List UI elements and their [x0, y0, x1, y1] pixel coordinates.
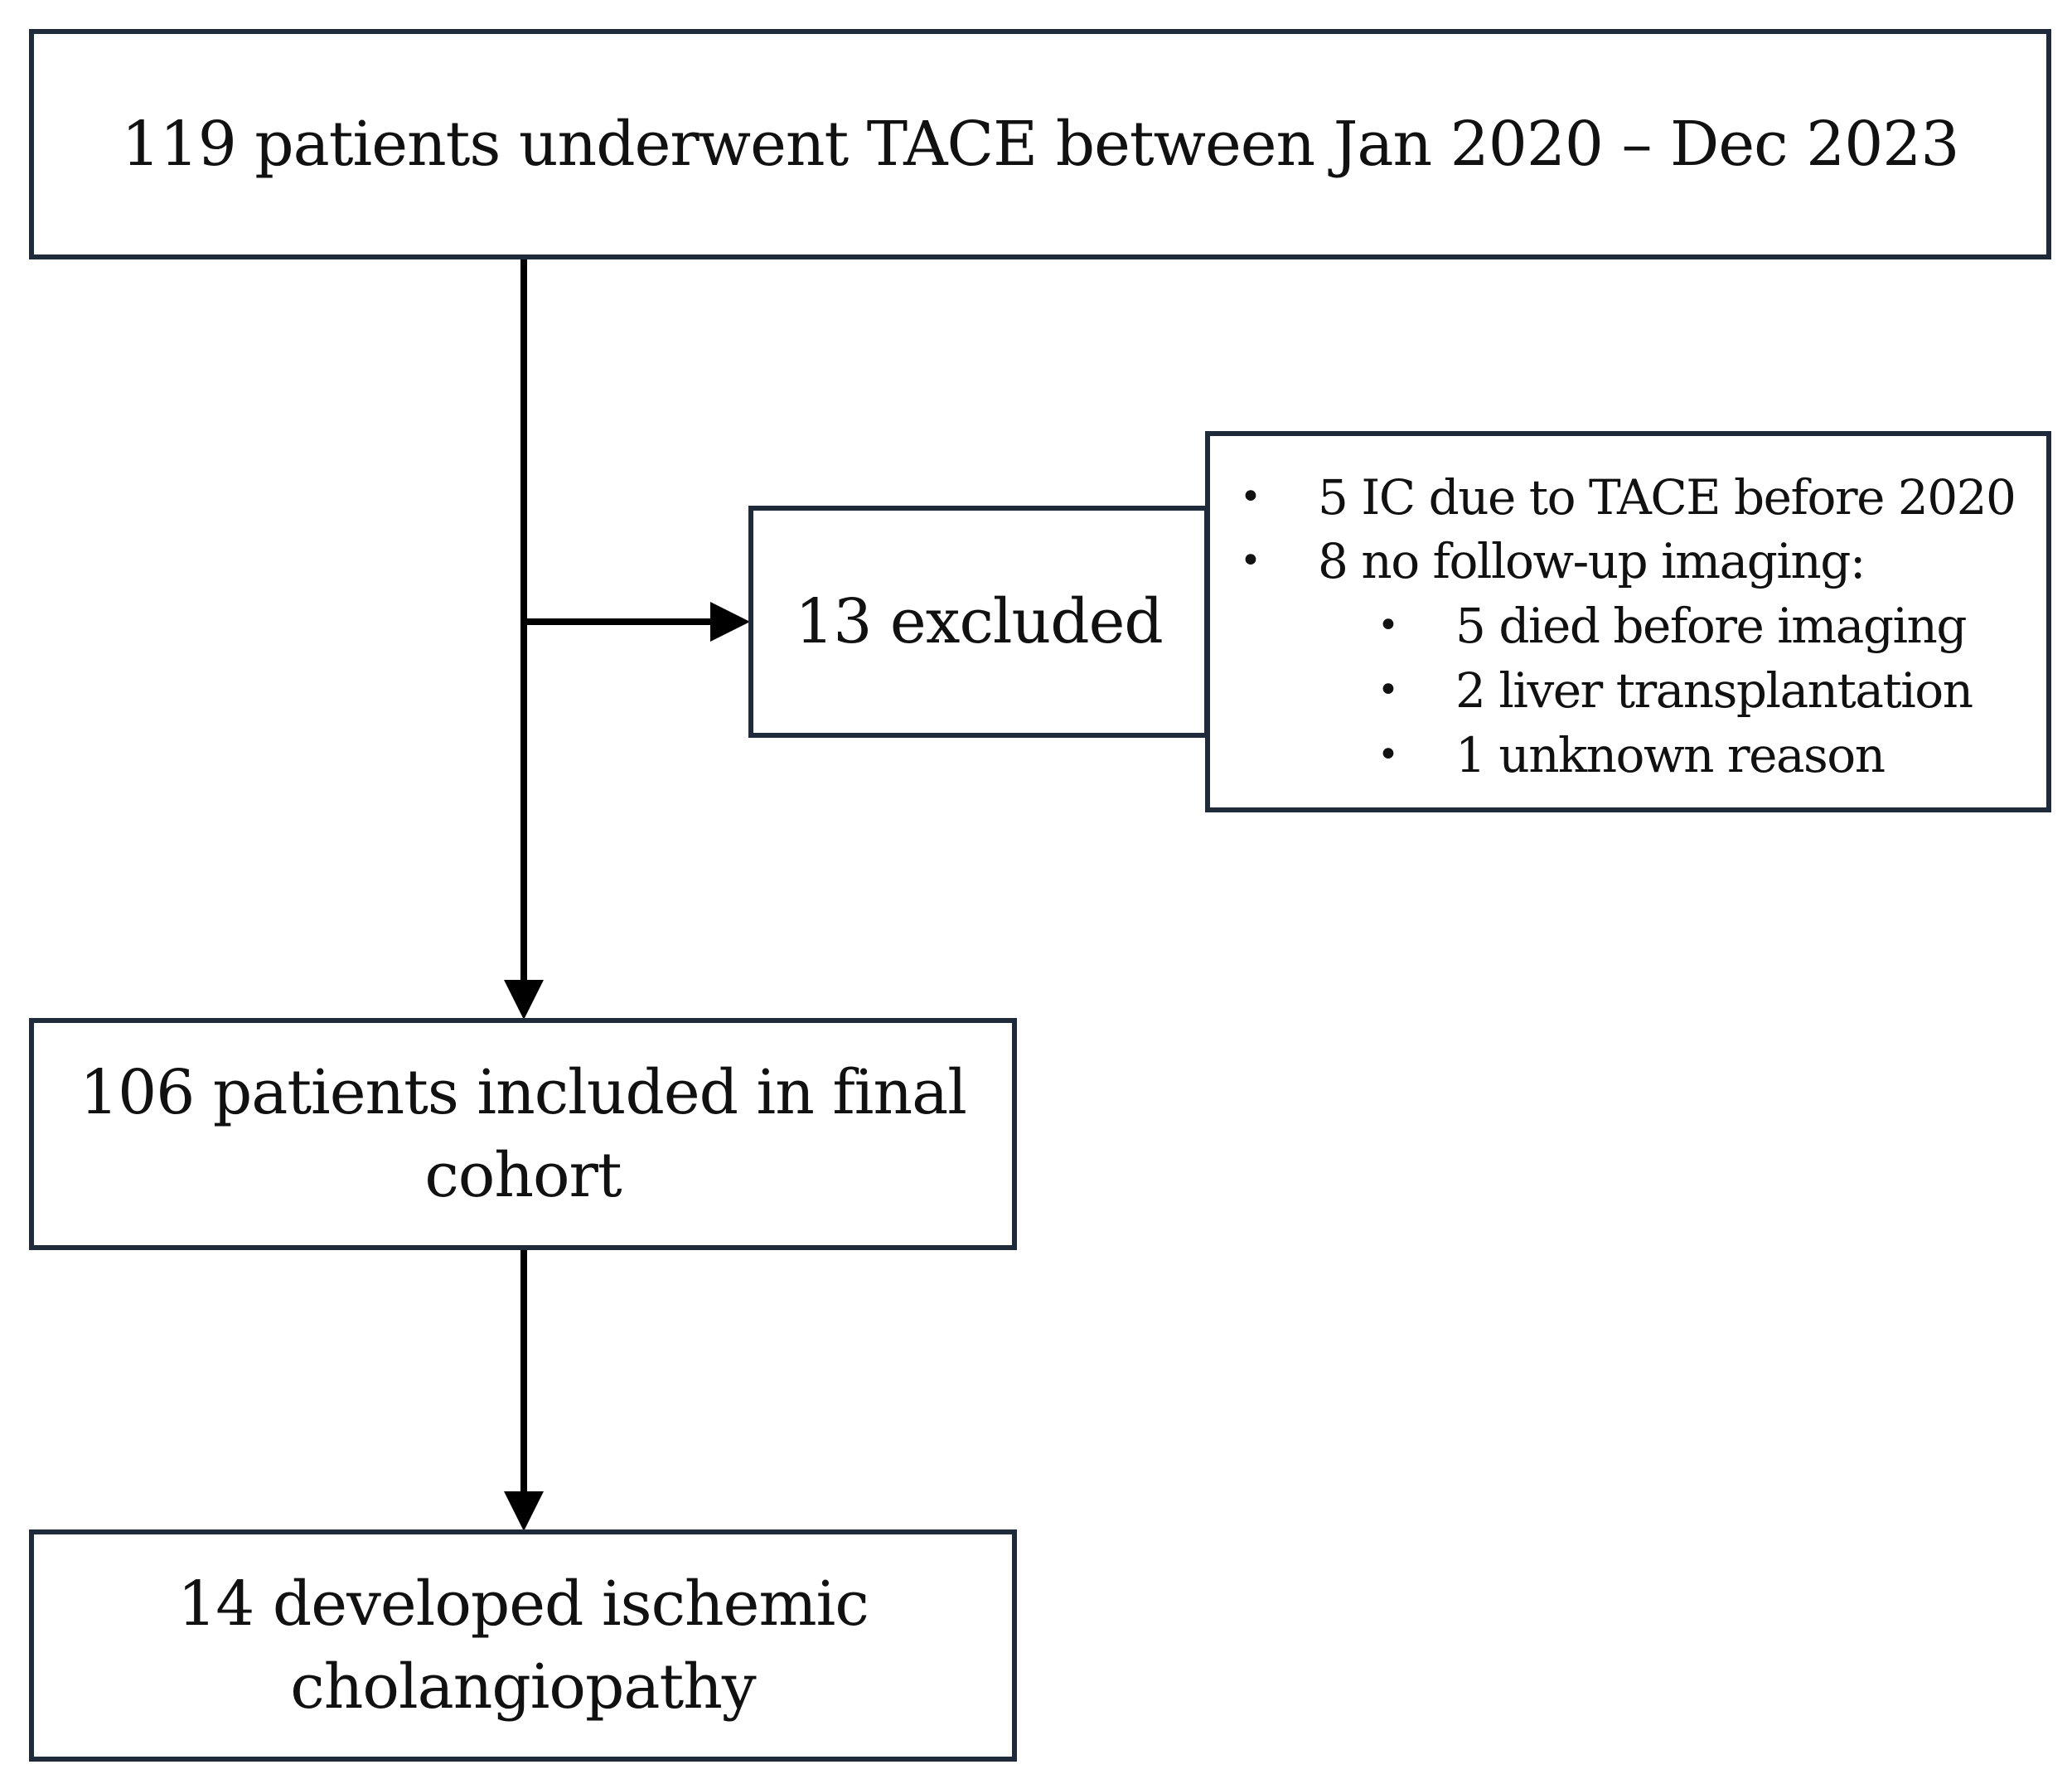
reason-text: 5 IC due to TACE before 2020 [1318, 469, 2016, 526]
reason-text: 1 unknown reason [1455, 727, 1886, 783]
final-cohort-text: 106 patients included in final cohort [80, 1051, 967, 1217]
ischemic-cholangiopathy-box: 14 developed ischemic cholangiopathy [29, 1529, 1017, 1762]
bullet-icon: • [1377, 604, 1399, 647]
list-item: • 5 died before imaging [1210, 594, 2047, 658]
bullet-icon: • [1377, 669, 1399, 711]
list-item: • 2 liver transplantation [1210, 658, 2047, 723]
reason-text: 2 liver transplantation [1455, 662, 1973, 719]
excluded-text: 13 excluded [795, 586, 1164, 657]
list-item: • 8 no follow-up imaging: [1210, 529, 2047, 594]
bullet-icon: • [1377, 734, 1399, 776]
list-item: • 5 IC due to TACE before 2020 [1210, 465, 2047, 530]
total-patients-text: 119 patients underwent TACE between Jan … [121, 109, 1960, 180]
total-patients-box: 119 patients underwent TACE between Jan … [29, 29, 2051, 259]
final-cohort-line-2: cohort [424, 1140, 622, 1211]
excluded-box: 13 excluded [748, 506, 1209, 738]
list-item: • 1 unknown reason [1210, 723, 2047, 788]
bullet-icon: • [1240, 540, 1261, 582]
ischemic-line-2: cholangiopathy [290, 1651, 756, 1723]
ischemic-line-1: 14 developed ischemic [177, 1568, 869, 1640]
bullet-icon: • [1240, 476, 1261, 518]
reason-text: 8 no follow-up imaging: [1318, 533, 1866, 589]
exclusion-reasons-list: • 5 IC due to TACE before 2020 • 8 no fo… [1210, 436, 2046, 807]
reason-text: 5 died before imaging [1455, 598, 1968, 654]
final-cohort-line-1: 106 patients included in final [80, 1057, 967, 1128]
final-cohort-box: 106 patients included in final cohort [29, 1018, 1017, 1250]
exclusion-reasons-box: • 5 IC due to TACE before 2020 • 8 no fo… [1205, 431, 2051, 812]
ischemic-cholangiopathy-text: 14 developed ischemic cholangiopathy [177, 1563, 869, 1728]
